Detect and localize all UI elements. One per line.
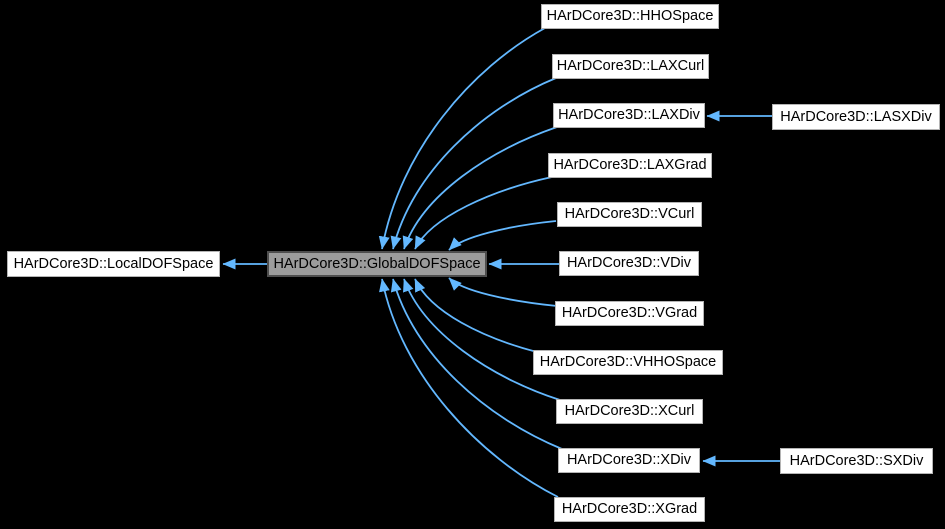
inheritance-edge-laxgrad-to-global	[414, 176, 553, 250]
inheritance-edge-xgrad-to-global	[379, 278, 559, 498]
class-node-local[interactable]: HArDCore3D::LocalDOFSpace	[7, 251, 220, 277]
inheritance-edge-laxcurl-to-global	[390, 77, 557, 250]
inheritance-edge-xcurl-to-global	[403, 278, 561, 401]
class-node-hho[interactable]: HArDCore3D::HHOSpace	[541, 4, 719, 29]
class-node-global: HArDCore3D::GlobalDOFSpace	[267, 251, 487, 277]
class-node-laxdiv[interactable]: HArDCore3D::LAXDiv	[553, 103, 705, 128]
class-node-laxcurl[interactable]: HArDCore3D::LAXCurl	[552, 54, 709, 79]
inheritance-edge-laxdiv-to-global	[402, 126, 558, 250]
class-node-xcurl[interactable]: HArDCore3D::XCurl	[556, 399, 703, 424]
class-node-sxdiv[interactable]: HArDCore3D::SXDiv	[780, 448, 933, 474]
inheritance-edge-hho-to-global	[378, 27, 546, 250]
class-node-xdiv[interactable]: HArDCore3D::XDiv	[558, 448, 700, 473]
class-node-vcurl[interactable]: HArDCore3D::VCurl	[557, 202, 702, 227]
class-node-vdiv[interactable]: HArDCore3D::VDiv	[559, 251, 699, 276]
class-node-laxgrad[interactable]: HArDCore3D::LAXGrad	[548, 153, 712, 178]
inheritance-edge-vcurl-to-global	[448, 220, 557, 251]
class-node-vgrad[interactable]: HArDCore3D::VGrad	[555, 301, 704, 326]
class-node-xgrad[interactable]: HArDCore3D::XGrad	[554, 497, 705, 522]
inheritance-edge-vgrad-to-global	[448, 277, 558, 307]
inheritance-edge-xdiv-to-global	[390, 278, 563, 450]
class-node-lasxdiv[interactable]: HArDCore3D::LASXDiv	[772, 104, 940, 130]
class-node-vhho[interactable]: HArDCore3D::VHHOSpace	[533, 350, 723, 375]
inheritance-edge-vhho-to-global	[414, 278, 538, 353]
